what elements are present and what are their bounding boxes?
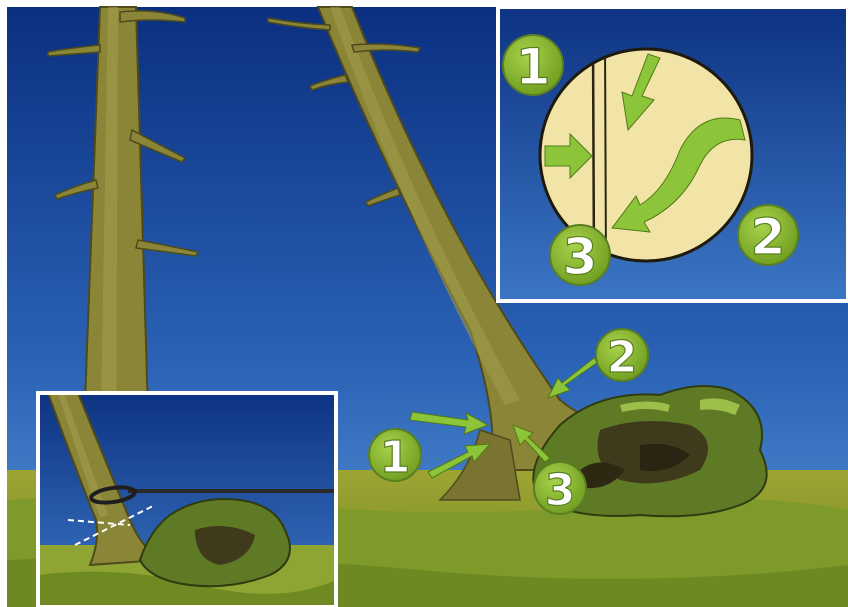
detail-marker-1-label: 1 xyxy=(516,38,551,96)
marker-1-badge: 1 xyxy=(369,429,421,483)
strap-detail-inset xyxy=(38,393,336,607)
cut-detail-inset: 1 2 3 xyxy=(498,7,848,301)
marker-1-badge: 1 xyxy=(503,35,563,96)
marker-1-label: 1 xyxy=(380,432,411,483)
marker-2-badge: 2 xyxy=(596,329,648,383)
detail-marker-2-label: 2 xyxy=(751,208,786,266)
marker-3-label: 3 xyxy=(545,465,576,516)
marker-3-badge: 3 xyxy=(534,462,586,516)
marker-2-badge: 2 xyxy=(738,205,798,266)
marker-2-label: 2 xyxy=(607,332,638,383)
marker-3-badge: 3 xyxy=(550,225,610,286)
detail-marker-3-label: 3 xyxy=(563,228,598,286)
